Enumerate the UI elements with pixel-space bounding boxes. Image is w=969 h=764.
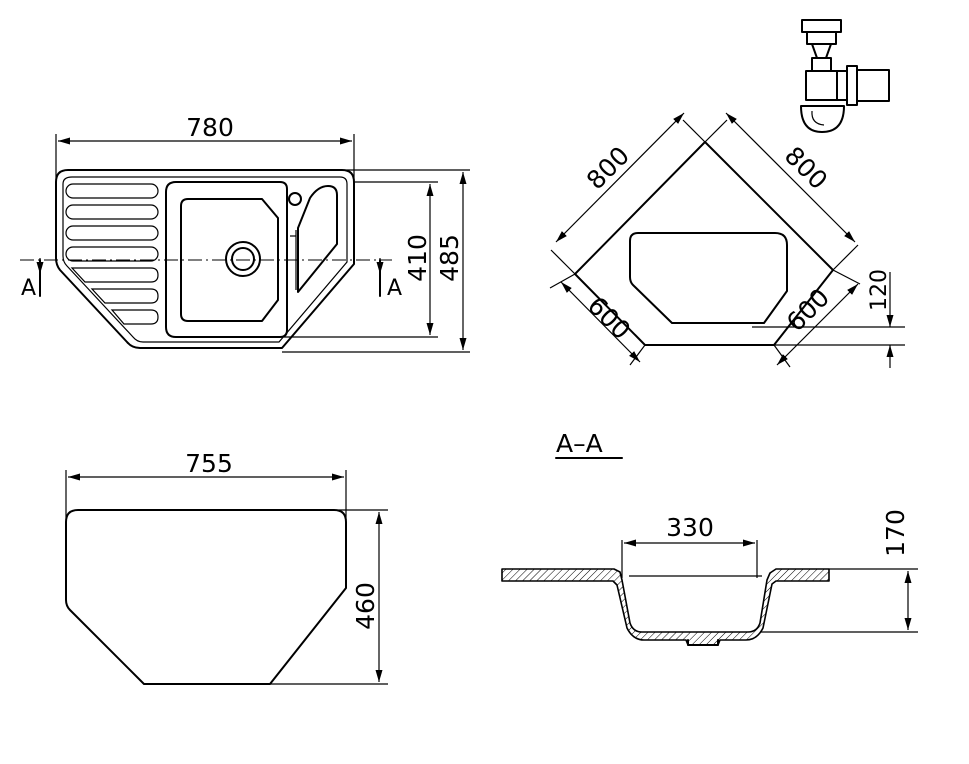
sink-outline-inner — [62, 176, 348, 343]
side-800-left-label: 800 — [581, 141, 635, 195]
depth-170-label: 170 — [881, 509, 910, 557]
cutout-view: 755 460 — [65, 449, 388, 685]
depth-485-label: 485 — [435, 234, 464, 282]
drain-outer — [225, 241, 261, 277]
prep-bowl — [297, 185, 338, 293]
section-mark-left: A — [21, 276, 36, 301]
short-600-right-label: 600 — [781, 283, 835, 337]
cutout-depth-460-label: 460 — [351, 582, 380, 630]
section-title: A–A — [556, 429, 603, 458]
drainboard-ribs — [65, 183, 159, 325]
width-780-label: 780 — [186, 113, 234, 142]
plan-outline — [574, 141, 834, 346]
section-mark-right: A — [387, 276, 402, 301]
short-600-left-label: 600 — [582, 291, 636, 345]
bowl-width-330-label: 330 — [666, 513, 714, 542]
section-view: A–A 330 170 — [501, 429, 918, 646]
sink-outline — [55, 169, 355, 349]
top-view: A A 780 410 485 — [20, 113, 470, 353]
siphon-icon — [800, 19, 890, 133]
tap-hole — [288, 192, 302, 206]
drain-inner — [231, 247, 255, 271]
offset-120-label: 120 — [867, 269, 892, 311]
side-800-right-label: 800 — [779, 141, 833, 195]
plan-view: 800 800 600 600 120 — [549, 112, 905, 368]
main-bowl-inner — [180, 198, 279, 322]
depth-410-label: 410 — [403, 234, 432, 282]
cutout-outline — [65, 509, 347, 685]
section-profile — [501, 568, 830, 646]
plan-bowl — [629, 232, 788, 324]
cutout-width-755-label: 755 — [185, 449, 233, 478]
